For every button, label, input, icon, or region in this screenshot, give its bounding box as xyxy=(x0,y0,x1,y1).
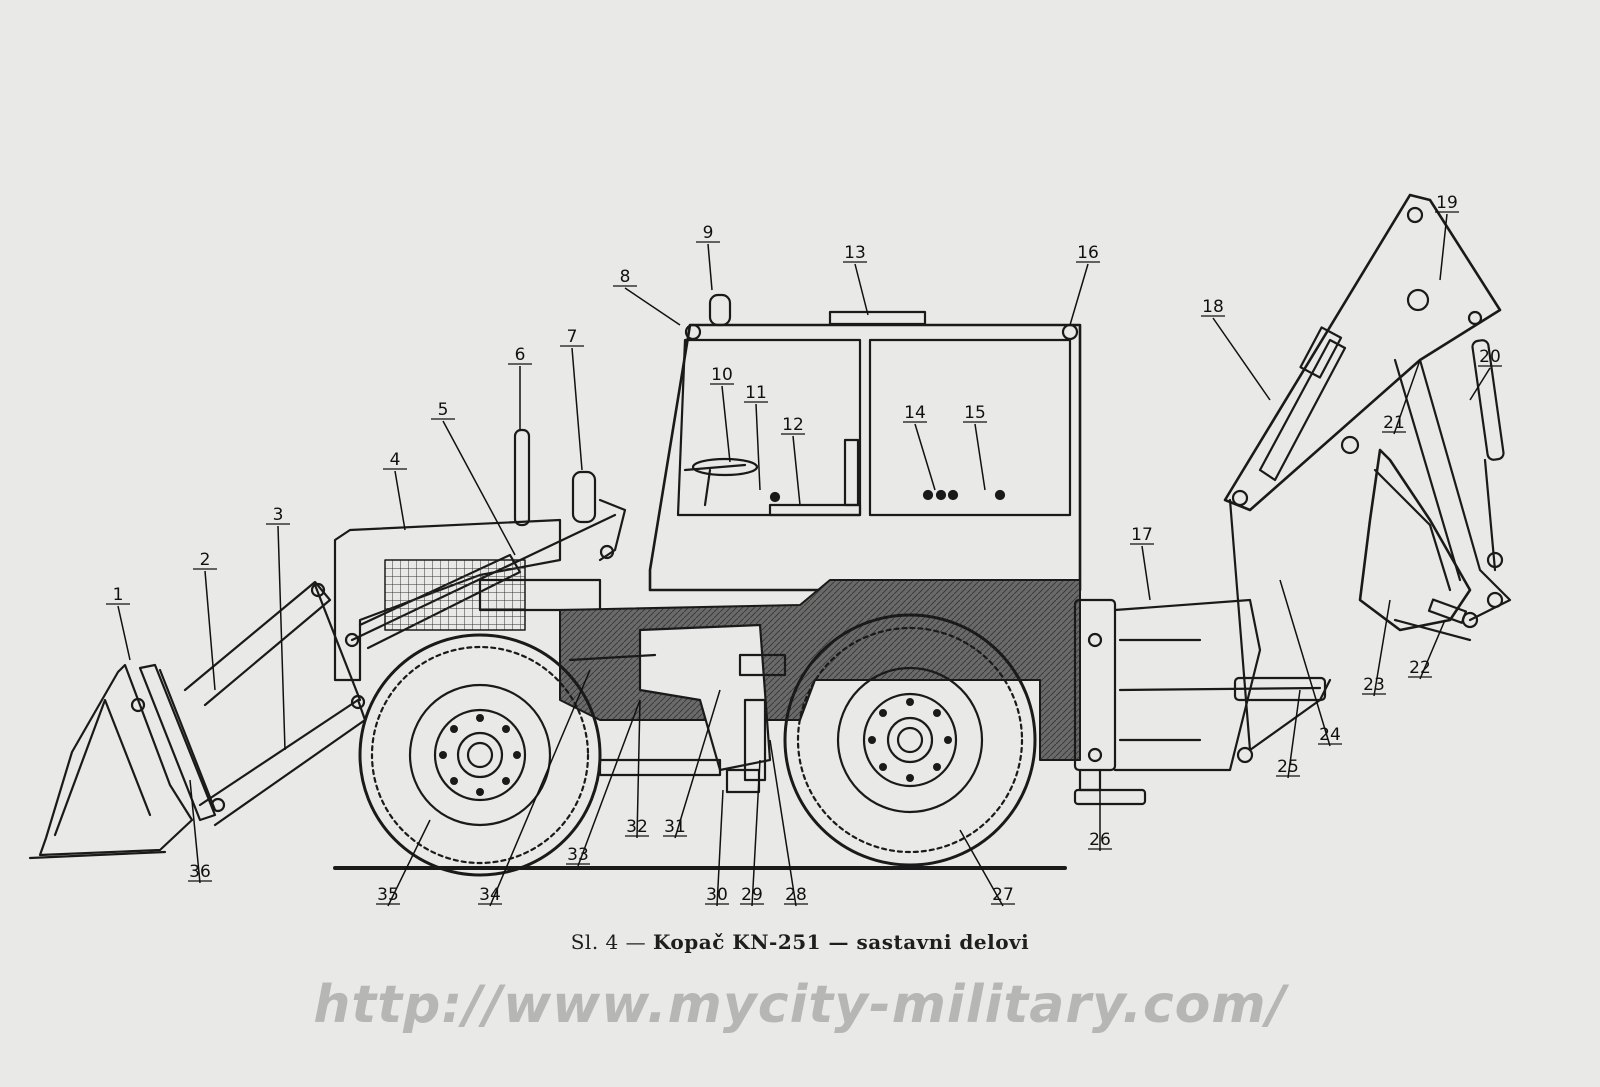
callout-leader-36 xyxy=(189,779,201,884)
callout-leader-4 xyxy=(394,470,406,531)
callout-number-14: 14 xyxy=(904,403,926,423)
front-wheel xyxy=(358,633,602,877)
callout-leader-2 xyxy=(204,570,216,691)
callout-leader-8 xyxy=(624,287,681,326)
callout-number-8: 8 xyxy=(620,267,631,287)
callout-number-36: 36 xyxy=(189,862,211,882)
callout-leader-24 xyxy=(1279,579,1331,747)
operator-cab xyxy=(648,293,1082,592)
callout-leader-27 xyxy=(959,829,1004,907)
callout-number-23: 23 xyxy=(1363,675,1385,695)
callout-leader-15 xyxy=(974,423,986,491)
engine-hood xyxy=(333,428,627,682)
callout-number-22: 22 xyxy=(1409,658,1431,678)
callout-leader-32 xyxy=(636,699,641,839)
callout-number-3: 3 xyxy=(273,505,284,525)
backhoe-bucket xyxy=(1358,448,1472,642)
callout-number-33: 33 xyxy=(567,845,589,865)
callout-number-25: 25 xyxy=(1277,757,1299,777)
callout-number-15: 15 xyxy=(964,403,986,423)
callout-leader-29 xyxy=(751,759,761,907)
callout-leader-34 xyxy=(489,669,591,907)
figure-caption: Sl. 4 — Kopač KN-251 — sastavni delovi xyxy=(0,930,1600,954)
callout-leader-23 xyxy=(1373,599,1391,697)
callout-number-21: 21 xyxy=(1383,413,1405,433)
callout-number-18: 18 xyxy=(1202,297,1224,317)
callout-leader-20 xyxy=(1469,367,1491,401)
callout-number-20: 20 xyxy=(1479,347,1501,367)
callout-number-35: 35 xyxy=(377,885,399,905)
callout-number-26: 26 xyxy=(1089,830,1111,850)
callout-number-1: 1 xyxy=(113,585,124,605)
callout-leader-10 xyxy=(721,385,731,463)
callout-number-5: 5 xyxy=(438,400,449,420)
callout-leader-18 xyxy=(1212,317,1271,401)
callout-number-7: 7 xyxy=(567,327,578,347)
watermark-url: http://www.mycity-military.com/ xyxy=(313,975,1287,1035)
callout-leader-31 xyxy=(674,689,721,839)
callout-number-4: 4 xyxy=(390,450,401,470)
callout-number-27: 27 xyxy=(992,885,1014,905)
callout-leader-7 xyxy=(571,347,583,471)
callout-leader-35 xyxy=(387,819,431,907)
callout-leader-9 xyxy=(707,243,713,291)
callout-leader-14 xyxy=(914,423,936,491)
callout-number-19: 19 xyxy=(1436,193,1458,213)
backhoe-arm xyxy=(1223,193,1512,629)
swing-frame xyxy=(1073,498,1332,806)
callout-number-11: 11 xyxy=(745,383,767,403)
callout-number-2: 2 xyxy=(200,550,211,570)
callout-number-6: 6 xyxy=(515,345,526,365)
caption-prefix: Sl. 4 — xyxy=(570,930,647,954)
caption-title: Kopač KN-251 — sastavni delovi xyxy=(652,930,1030,954)
callout-number-17: 17 xyxy=(1131,525,1153,545)
callout-leader-5 xyxy=(442,420,516,556)
callout-leader-12 xyxy=(792,435,801,506)
callout-leaders xyxy=(117,213,1491,907)
callout-leader-11 xyxy=(755,403,761,491)
callout-number-28: 28 xyxy=(785,885,807,905)
callout-number-34: 34 xyxy=(479,885,501,905)
callout-number-10: 10 xyxy=(711,365,733,385)
callout-number-9: 9 xyxy=(703,223,714,243)
callout-leader-21 xyxy=(1393,359,1421,435)
callout-leader-3 xyxy=(277,525,286,751)
callout-number-32: 32 xyxy=(626,817,648,837)
callout-number-30: 30 xyxy=(706,885,728,905)
callout-leader-19 xyxy=(1439,213,1448,281)
callout-number-12: 12 xyxy=(782,415,804,435)
callout-leader-17 xyxy=(1141,545,1151,601)
chassis xyxy=(559,579,1081,794)
callout-number-24: 24 xyxy=(1319,725,1341,745)
callout-leader-25 xyxy=(1287,689,1301,779)
callout-leader-13 xyxy=(854,263,869,316)
callout-number-31: 31 xyxy=(664,817,686,837)
callout-number-16: 16 xyxy=(1077,243,1099,263)
callout-leader-16 xyxy=(1069,263,1089,326)
callout-leader-33 xyxy=(577,699,641,867)
callout-leader-1 xyxy=(117,605,131,661)
callout-leader-22 xyxy=(1419,619,1446,680)
front-bucket xyxy=(28,663,194,860)
callout-leader-28 xyxy=(769,739,797,907)
callout-leader-30 xyxy=(716,789,724,907)
rear-wheel xyxy=(783,613,1037,867)
callout-number-29: 29 xyxy=(741,885,763,905)
callout-number-13: 13 xyxy=(844,243,866,263)
